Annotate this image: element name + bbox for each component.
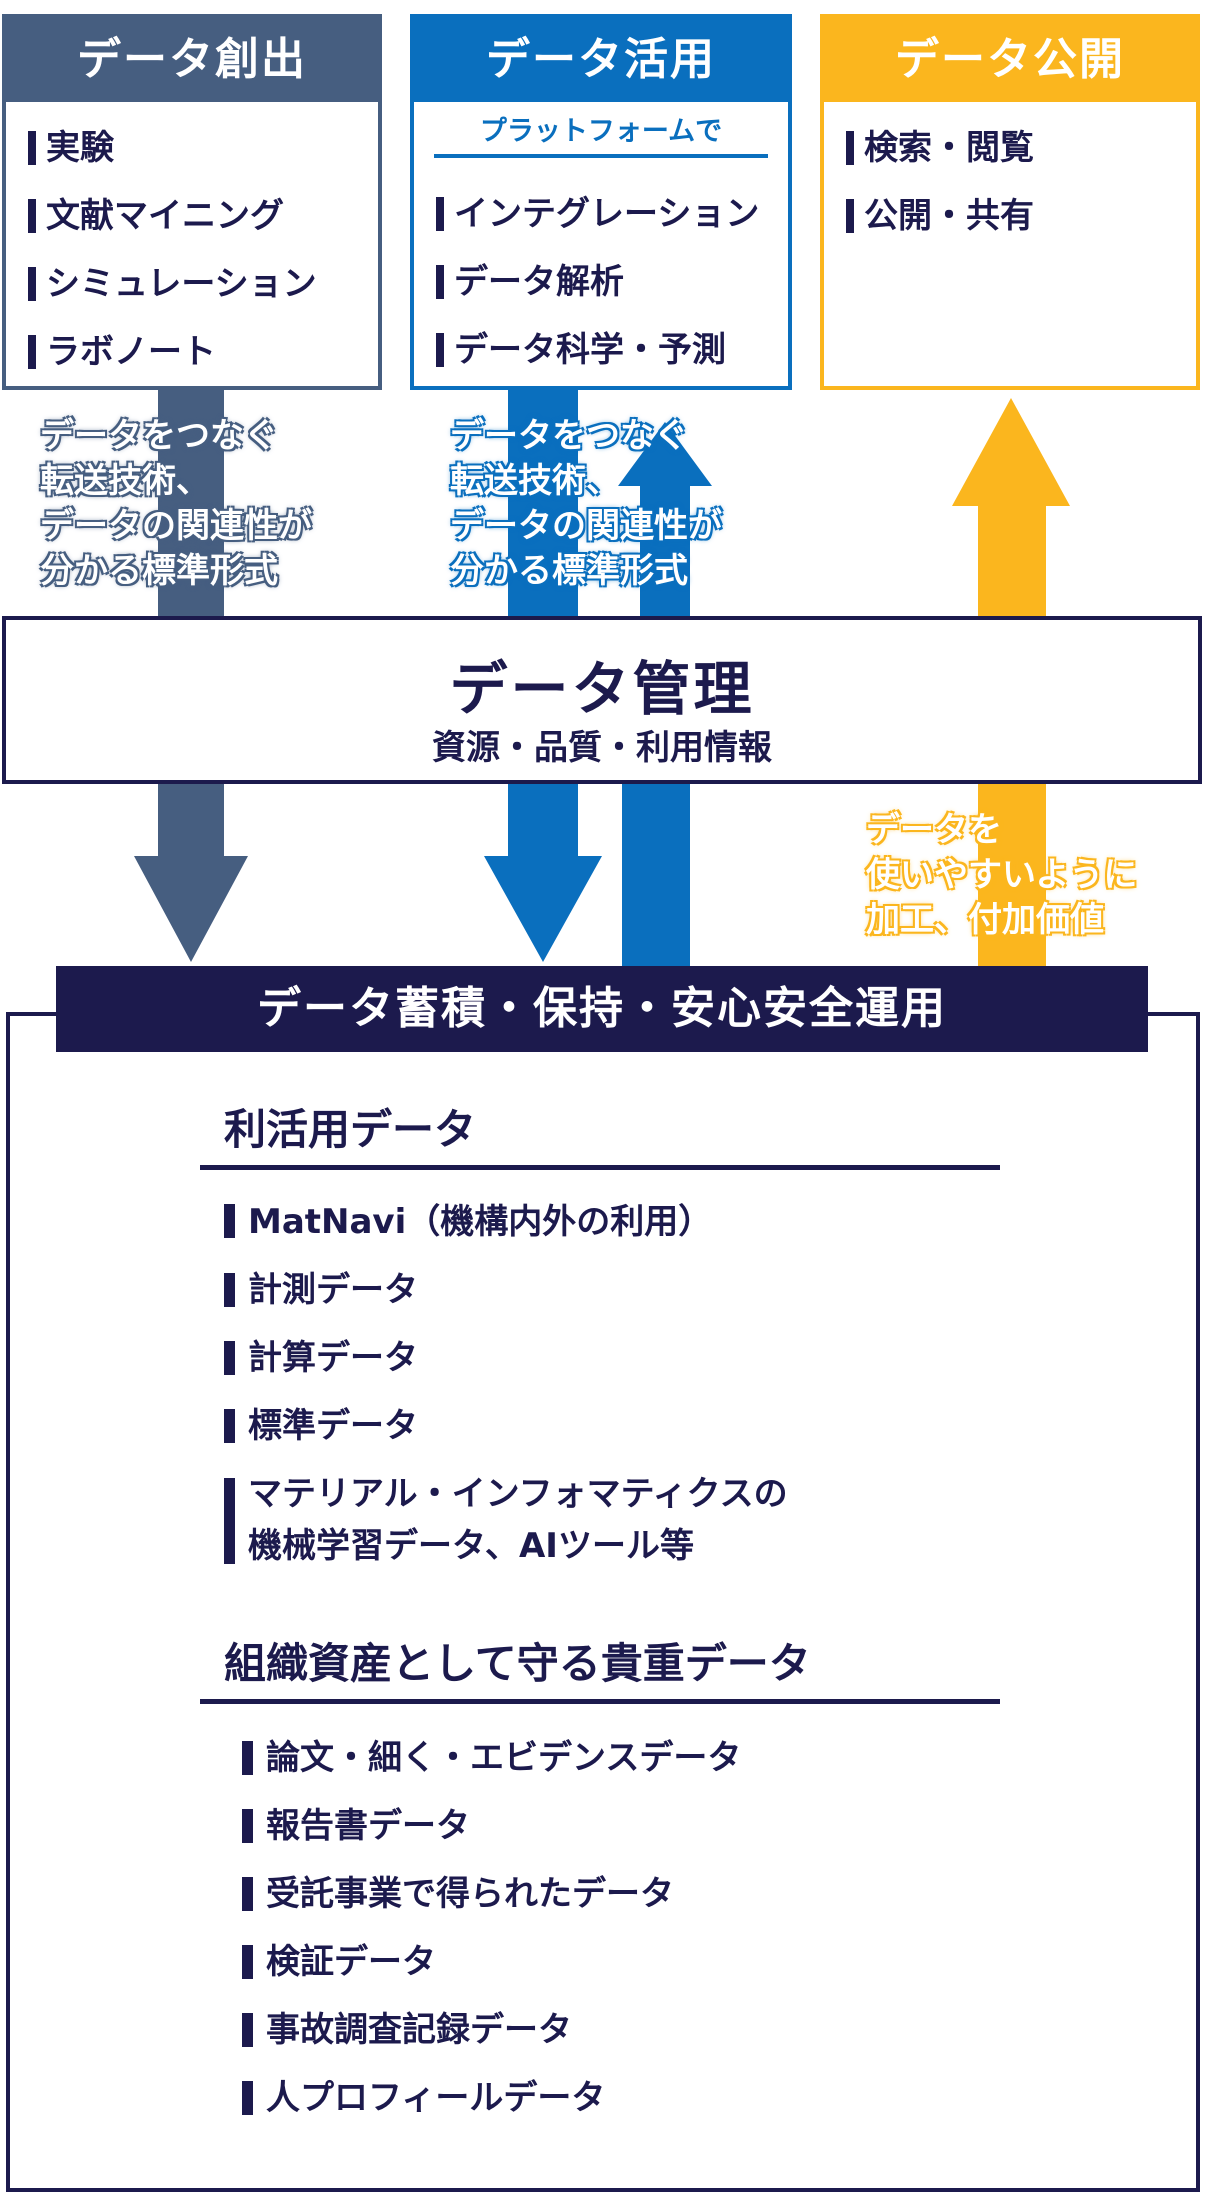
caption-right: データを 使いやすいように 加工、付加価値: [866, 808, 1137, 943]
caption-line: 加工、付加価値: [866, 900, 1104, 940]
publication-up-connector: [978, 784, 1046, 968]
utilization-down-connector: [508, 388, 578, 618]
publication-box: データ公開 検索・閲覧 公開・共有: [820, 14, 1200, 390]
utilization-list: インテグレーション データ解析 データ科学・予測: [414, 180, 788, 384]
list-item: 人プロフィールデータ: [266, 2078, 606, 2118]
list-item: 標準データ: [248, 1406, 418, 1446]
utilization-box: データ活用 プラットフォームで インテグレーション データ解析 データ科学・予測: [410, 14, 792, 390]
management-box: データ管理 資源・品質・利用情報: [2, 616, 1202, 784]
list-bullet: [242, 1945, 253, 1979]
publication-item: 検索・閲覧: [824, 114, 1196, 182]
creation-item: シミュレーション: [6, 250, 378, 318]
utilization-up-connector: [622, 784, 690, 968]
utilization-down-arrow: [484, 784, 602, 962]
caption-left: データをつなぐ 転送技術、 データの関連性が 分かる標準形式: [40, 414, 312, 594]
caption-line: 分かる標準形式: [40, 551, 278, 591]
list-item: 報告書データ: [266, 1806, 470, 1846]
caption-line: 使いやすいように: [866, 855, 1138, 895]
caption-line: 分かる標準形式: [450, 551, 688, 591]
publication-list: 検索・閲覧 公開・共有: [824, 114, 1196, 250]
list-bullet: [242, 1741, 253, 1775]
caption-line: 転送技術、: [450, 461, 620, 501]
list-item: 論文・細く・エビデンスデータ: [266, 1738, 742, 1778]
list-item: MatNavi（機構内外の利用）: [248, 1202, 713, 1242]
list-bullet: [242, 2013, 253, 2047]
caption-line: 転送技術、: [40, 461, 210, 501]
utilization-item: データ解析: [414, 248, 788, 316]
list-item: 受託事業で得られたデータ: [266, 1874, 674, 1914]
list-bullet: [224, 1341, 235, 1375]
list-item: 事故調査記録データ: [266, 2010, 572, 2050]
publication-item: 公開・共有: [824, 182, 1196, 250]
list-bullet: [224, 1204, 235, 1238]
list-bullet: [224, 1273, 235, 1307]
management-title: データ管理: [449, 655, 755, 723]
creation-list: 実験 文献マイニング シミュレーション ラボノート: [6, 114, 378, 386]
creation-title: データ創出: [2, 18, 382, 102]
section-title-asset-data: 組織資産として守る貴重データ: [200, 1636, 1000, 1704]
list-item: 計算データ: [248, 1338, 418, 1378]
caption-line: データを: [866, 810, 1002, 850]
utilization-item: インテグレーション: [414, 180, 788, 248]
creation-item: 文献マイニング: [6, 182, 378, 250]
section-title-utilization-data: 利活用データ: [200, 1102, 1000, 1170]
creation-box: データ創出 実験 文献マイニング シミュレーション ラボノート: [2, 14, 382, 390]
list-item: マテリアル・インフォマティクスの: [248, 1474, 788, 1514]
publication-title: データ公開: [820, 18, 1200, 102]
caption-line: データの関連性が: [450, 506, 722, 546]
creation-connector: [158, 388, 224, 618]
list-item: 検証データ: [266, 1942, 436, 1982]
storage-box: [6, 1012, 1200, 2192]
storage-banner: データ蓄積・保持・安心安全運用: [56, 966, 1148, 1052]
creation-item: ラボノート: [6, 318, 378, 386]
list-bullet: [242, 2081, 253, 2115]
list-bullet: [224, 1409, 235, 1443]
management-subtitle: 資源・品質・利用情報: [432, 728, 772, 768]
list-bullet: [242, 1877, 253, 1911]
utilization-subhead: プラットフォームで: [434, 114, 768, 158]
creation-down-arrow: [134, 784, 248, 962]
caption-line: データをつなぐ: [40, 416, 278, 456]
utilization-title: データ活用: [410, 18, 792, 102]
utilization-item: データ科学・予測: [414, 316, 788, 384]
creation-item: 実験: [6, 114, 378, 182]
caption-line: データをつなぐ: [450, 416, 688, 456]
publication-up-arrow: [952, 398, 1070, 616]
utilization-up-arrow: [618, 422, 712, 616]
list-item: 計測データ: [248, 1270, 418, 1310]
list-bullet: [224, 1478, 235, 1564]
list-item: 機械学習データ、AIツール等: [248, 1526, 694, 1566]
caption-line: データの関連性が: [40, 506, 312, 546]
list-bullet: [242, 1809, 253, 1843]
caption-middle: データをつなぐ 転送技術、 データの関連性が 分かる標準形式: [450, 414, 722, 594]
